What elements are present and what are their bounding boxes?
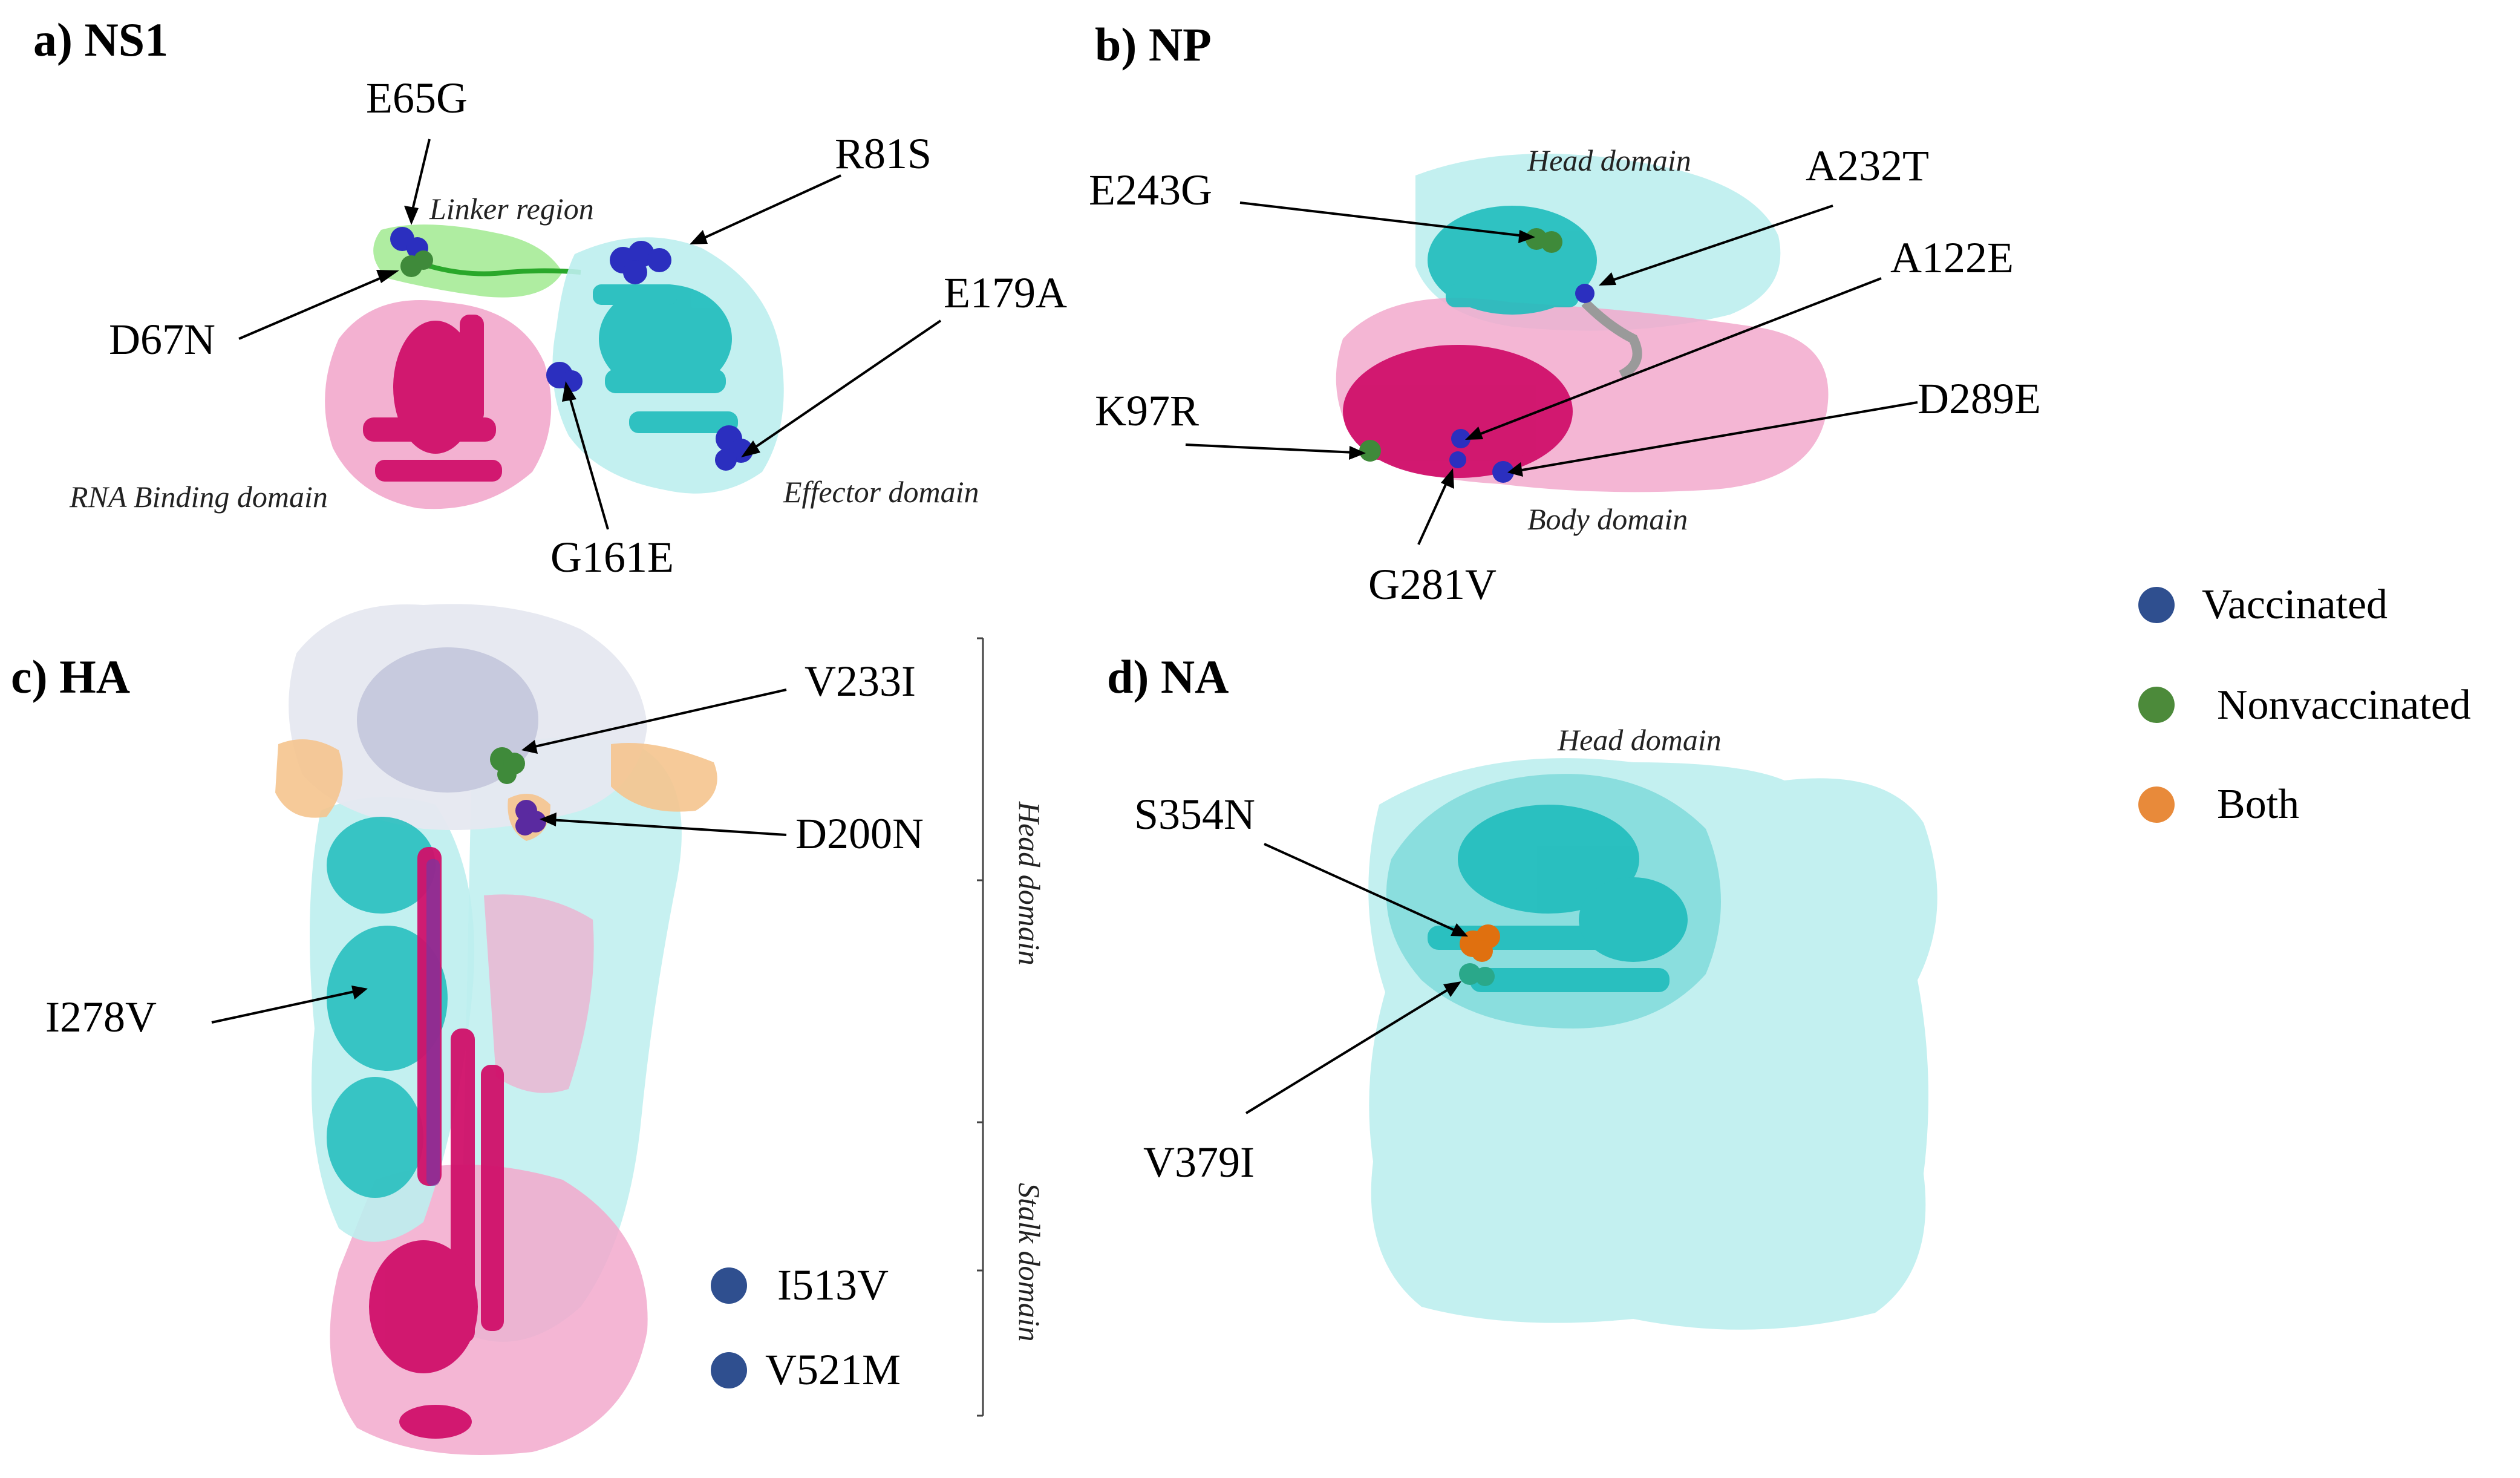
region-label-np-head: Head domain	[1527, 143, 1691, 177]
arrow-a122e	[1475, 277, 1882, 437]
mutation-label-r81s: R81S	[835, 129, 932, 178]
np-structure	[1336, 154, 1829, 492]
legend-label-vaccinated: Vaccinated	[2202, 581, 2388, 628]
panel-ns1-title: a) NS1	[33, 13, 168, 66]
mutation-label-s354n: S354N	[1134, 790, 1255, 839]
region-label-na-head: Head domain	[1557, 723, 1722, 757]
panel-ha: c) HA	[11, 604, 1046, 1455]
region-label-ha-stalk: Stalk domain	[1013, 1183, 1046, 1341]
arrow-i278v	[211, 990, 357, 1024]
arrow-r81s	[701, 174, 841, 240]
panel-ha-title: c) HA	[11, 650, 130, 703]
legend-label-both: Both	[2217, 781, 2299, 828]
ha-structure	[275, 604, 717, 1455]
arrow-e243g	[1239, 201, 1525, 237]
arrow-d67n	[238, 274, 388, 340]
panel-ns1: a) NS1	[33, 13, 1067, 581]
region-label-rna-binding: RNA Binding domain	[69, 480, 328, 514]
arrow-e65g	[410, 139, 431, 215]
region-label-effector: Effector domain	[783, 475, 979, 509]
legend-swatch-nonvaccinated	[2138, 687, 2175, 723]
mutation-label-v233i: V233I	[805, 657, 916, 705]
region-label-np-body: Body domain	[1527, 502, 1688, 536]
mutation-label-v521m: V521M	[765, 1346, 901, 1394]
mutation-label-d289e: D289E	[1918, 374, 2041, 423]
arrow-k97r	[1185, 443, 1356, 454]
na-structure	[1368, 758, 1937, 1330]
arrow-e179a	[749, 319, 942, 452]
arrow-g281v	[1417, 477, 1450, 545]
arrow-s354n	[1264, 843, 1458, 933]
mutation-label-d67n: D67N	[109, 315, 215, 364]
ha-domain-bracket	[977, 637, 984, 1417]
ns1-vaccinated-spheres	[390, 227, 753, 471]
v521m-marker	[711, 1352, 747, 1388]
legend: Vaccinated Nonvaccinated Both	[2138, 581, 2471, 828]
panel-np: b) NP	[1089, 18, 2041, 609]
mutation-label-a232t: A232T	[1806, 142, 1929, 190]
mutation-label-e65g: E65G	[366, 74, 468, 122]
arrow-g161e	[567, 393, 609, 530]
legend-label-nonvaccinated: Nonvaccinated	[2217, 682, 2471, 728]
mutation-label-k97r: K97R	[1095, 387, 1199, 435]
legend-swatch-both	[2138, 786, 2175, 823]
panel-na: d) NA S354N V379I Head domain	[1107, 650, 1937, 1330]
mutation-label-e243g: E243G	[1089, 166, 1212, 214]
mutation-label-v379i: V379I	[1143, 1138, 1255, 1186]
mutation-label-g161e: G161E	[550, 533, 674, 581]
mutation-label-i278v: I278V	[45, 993, 157, 1041]
arrow-v379i	[1245, 986, 1453, 1114]
mutation-label-g281v: G281V	[1368, 560, 1497, 609]
region-label-linker: Linker region	[429, 192, 594, 226]
mutation-label-e179a: E179A	[944, 269, 1067, 317]
arrow-a232t	[1608, 204, 1833, 283]
region-label-ha-head: Head domain	[1013, 801, 1046, 966]
arrow-v233i	[532, 688, 787, 748]
ns1-structure	[325, 224, 784, 509]
arrow-d200n	[550, 819, 787, 836]
mutation-label-i513v: I513V	[777, 1261, 889, 1309]
mutation-label-d200n: D200N	[795, 809, 924, 858]
arrow-d289e	[1518, 401, 1918, 472]
legend-swatch-vaccinated	[2138, 587, 2175, 623]
mutation-label-a122e: A122E	[1890, 234, 2014, 282]
i513v-marker	[711, 1267, 747, 1304]
panel-np-title: b) NP	[1095, 18, 1212, 71]
panel-na-title: d) NA	[1107, 650, 1229, 703]
